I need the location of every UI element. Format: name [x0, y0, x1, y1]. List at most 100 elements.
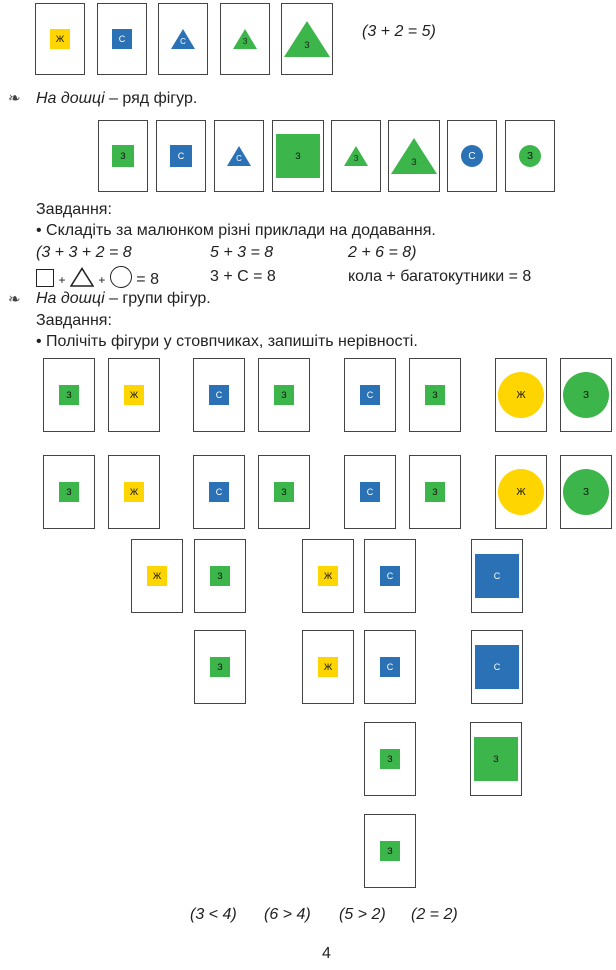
green-large-square-shape: З: [276, 134, 320, 178]
group-card: З: [364, 722, 416, 796]
row-card-green-large-triangle: З: [388, 120, 440, 192]
green-square-shape: З: [425, 482, 445, 502]
blue-large-square-shape: С: [475, 554, 519, 598]
blue-triangle-shape: С: [227, 146, 251, 166]
example-2: 5 + 3 = 8: [210, 244, 274, 261]
group-card: З: [258, 455, 310, 529]
group-card: Ж: [108, 358, 160, 432]
blue-large-square-shape: С: [475, 645, 519, 689]
green-triangle-shape: З: [344, 146, 368, 166]
green-square-shape: З: [210, 657, 230, 677]
group-card: С: [344, 358, 396, 432]
group-card: Ж: [495, 455, 547, 529]
blue-square-shape: С: [209, 385, 229, 405]
circle-outline-icon: [109, 266, 132, 288]
group-card: З: [409, 455, 461, 529]
row-card-blue-square: С: [156, 120, 206, 192]
group-card: Ж: [131, 539, 183, 613]
inequality-1: (3 < 4): [190, 906, 237, 923]
group-card: С: [364, 630, 416, 704]
section3-bullet: • Полічіть фігури у стовпчиках, запишіть…: [36, 333, 418, 350]
group-card: З: [194, 630, 246, 704]
green-circle-shape: З: [563, 469, 609, 515]
blue-square-shape: С: [360, 482, 380, 502]
section1-title: На дошці – ряд фігур.: [36, 90, 198, 107]
blue-square-shape: С: [360, 385, 380, 405]
task-label: Завдання:: [36, 201, 112, 218]
yellow-square-shape: Ж: [50, 29, 70, 49]
group-card: С: [364, 539, 416, 613]
group-card: З: [258, 358, 310, 432]
yellow-square-shape: Ж: [124, 482, 144, 502]
yellow-square-shape: Ж: [318, 657, 338, 677]
card-yellow-square: Ж: [35, 3, 85, 75]
row-card-blue-circle: С: [447, 120, 497, 192]
group-card: З: [560, 455, 612, 529]
group-card: З: [409, 358, 461, 432]
blue-square-shape: С: [170, 145, 192, 167]
group-card: З: [560, 358, 612, 432]
group-card: З: [43, 358, 95, 432]
group-card: Ж: [302, 630, 354, 704]
green-square-shape: З: [274, 482, 294, 502]
green-triangle-large-shape: З: [284, 21, 330, 57]
top-equation: (3 + 2 = 5): [362, 23, 436, 40]
blue-triangle-shape: С: [171, 29, 195, 49]
inequality-3: (5 > 2): [339, 906, 386, 923]
words-equation: кола + багатокутники = 8: [348, 268, 532, 285]
group-card: З: [364, 814, 416, 888]
group-card: Ж: [302, 539, 354, 613]
green-square-shape: З: [59, 482, 79, 502]
card-blue-square: С: [97, 3, 147, 75]
ornament-marker-icon: ❧: [8, 290, 21, 308]
blue-square-shape: С: [380, 566, 400, 586]
green-square-shape: З: [274, 385, 294, 405]
square-outline-icon: [36, 269, 54, 287]
triangle-outline-icon: [69, 266, 95, 287]
yellow-square-shape: Ж: [147, 566, 167, 586]
group-card: Ж: [495, 358, 547, 432]
inequality-4: (2 = 2): [411, 906, 458, 923]
group-card: С: [193, 455, 245, 529]
yellow-circle-shape: Ж: [498, 469, 544, 515]
row-card-green-square: З: [98, 120, 148, 192]
group-card: З: [43, 455, 95, 529]
section3-task-label: Завдання:: [36, 312, 112, 329]
page-number: 4: [322, 945, 331, 962]
group-card: Ж: [108, 455, 160, 529]
group-card: З: [194, 539, 246, 613]
row-card-green-large-square: З: [272, 120, 324, 192]
group-card: З: [470, 722, 522, 796]
blue-square-shape: С: [112, 29, 132, 49]
group-card: С: [471, 630, 523, 704]
example-3: 2 + 6 = 8): [348, 244, 417, 261]
section3-title: На дошці – групи фігур.: [36, 290, 211, 307]
example-1: (3 + 3 + 2 = 8: [36, 244, 132, 261]
green-square-shape: З: [59, 385, 79, 405]
blue-square-shape: С: [380, 657, 400, 677]
card-green-triangle-large: З: [281, 3, 333, 75]
green-square-shape: З: [380, 749, 400, 769]
green-triangle-shape: З: [233, 29, 257, 49]
blue-square-shape: С: [209, 482, 229, 502]
green-square-shape: З: [380, 841, 400, 861]
group-card: С: [193, 358, 245, 432]
green-square-shape: З: [425, 385, 445, 405]
green-circle-shape: З: [519, 145, 541, 167]
task-bullet: • Складіть за малюнком різні приклади на…: [36, 222, 436, 239]
card-blue-triangle: С: [158, 3, 208, 75]
yellow-square-shape: Ж: [124, 385, 144, 405]
card-green-triangle-small: З: [220, 3, 270, 75]
green-square-shape: З: [210, 566, 230, 586]
row-card-green-circle: З: [505, 120, 555, 192]
row-card-green-triangle: З: [331, 120, 381, 192]
c-equation: 3 + С = 8: [210, 268, 276, 285]
shape-equation: + + = 8: [36, 266, 159, 289]
group-card: С: [344, 455, 396, 529]
inequality-2: (6 > 4): [264, 906, 311, 923]
green-large-triangle-shape: З: [391, 138, 437, 174]
green-large-square-shape: З: [474, 737, 518, 781]
yellow-circle-shape: Ж: [498, 372, 544, 418]
yellow-square-shape: Ж: [318, 566, 338, 586]
row-card-blue-triangle: С: [214, 120, 264, 192]
